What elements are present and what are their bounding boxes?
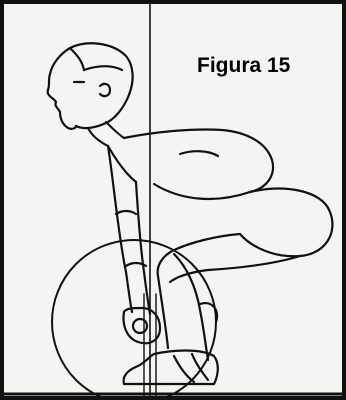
hand (124, 308, 160, 343)
neck (88, 122, 124, 146)
torso (108, 129, 273, 198)
head (48, 43, 133, 129)
deadlift-illustration (4, 4, 346, 400)
arm (108, 146, 150, 314)
foot (124, 351, 218, 385)
figure-title: Figura 15 (197, 54, 290, 78)
hip (240, 189, 332, 257)
